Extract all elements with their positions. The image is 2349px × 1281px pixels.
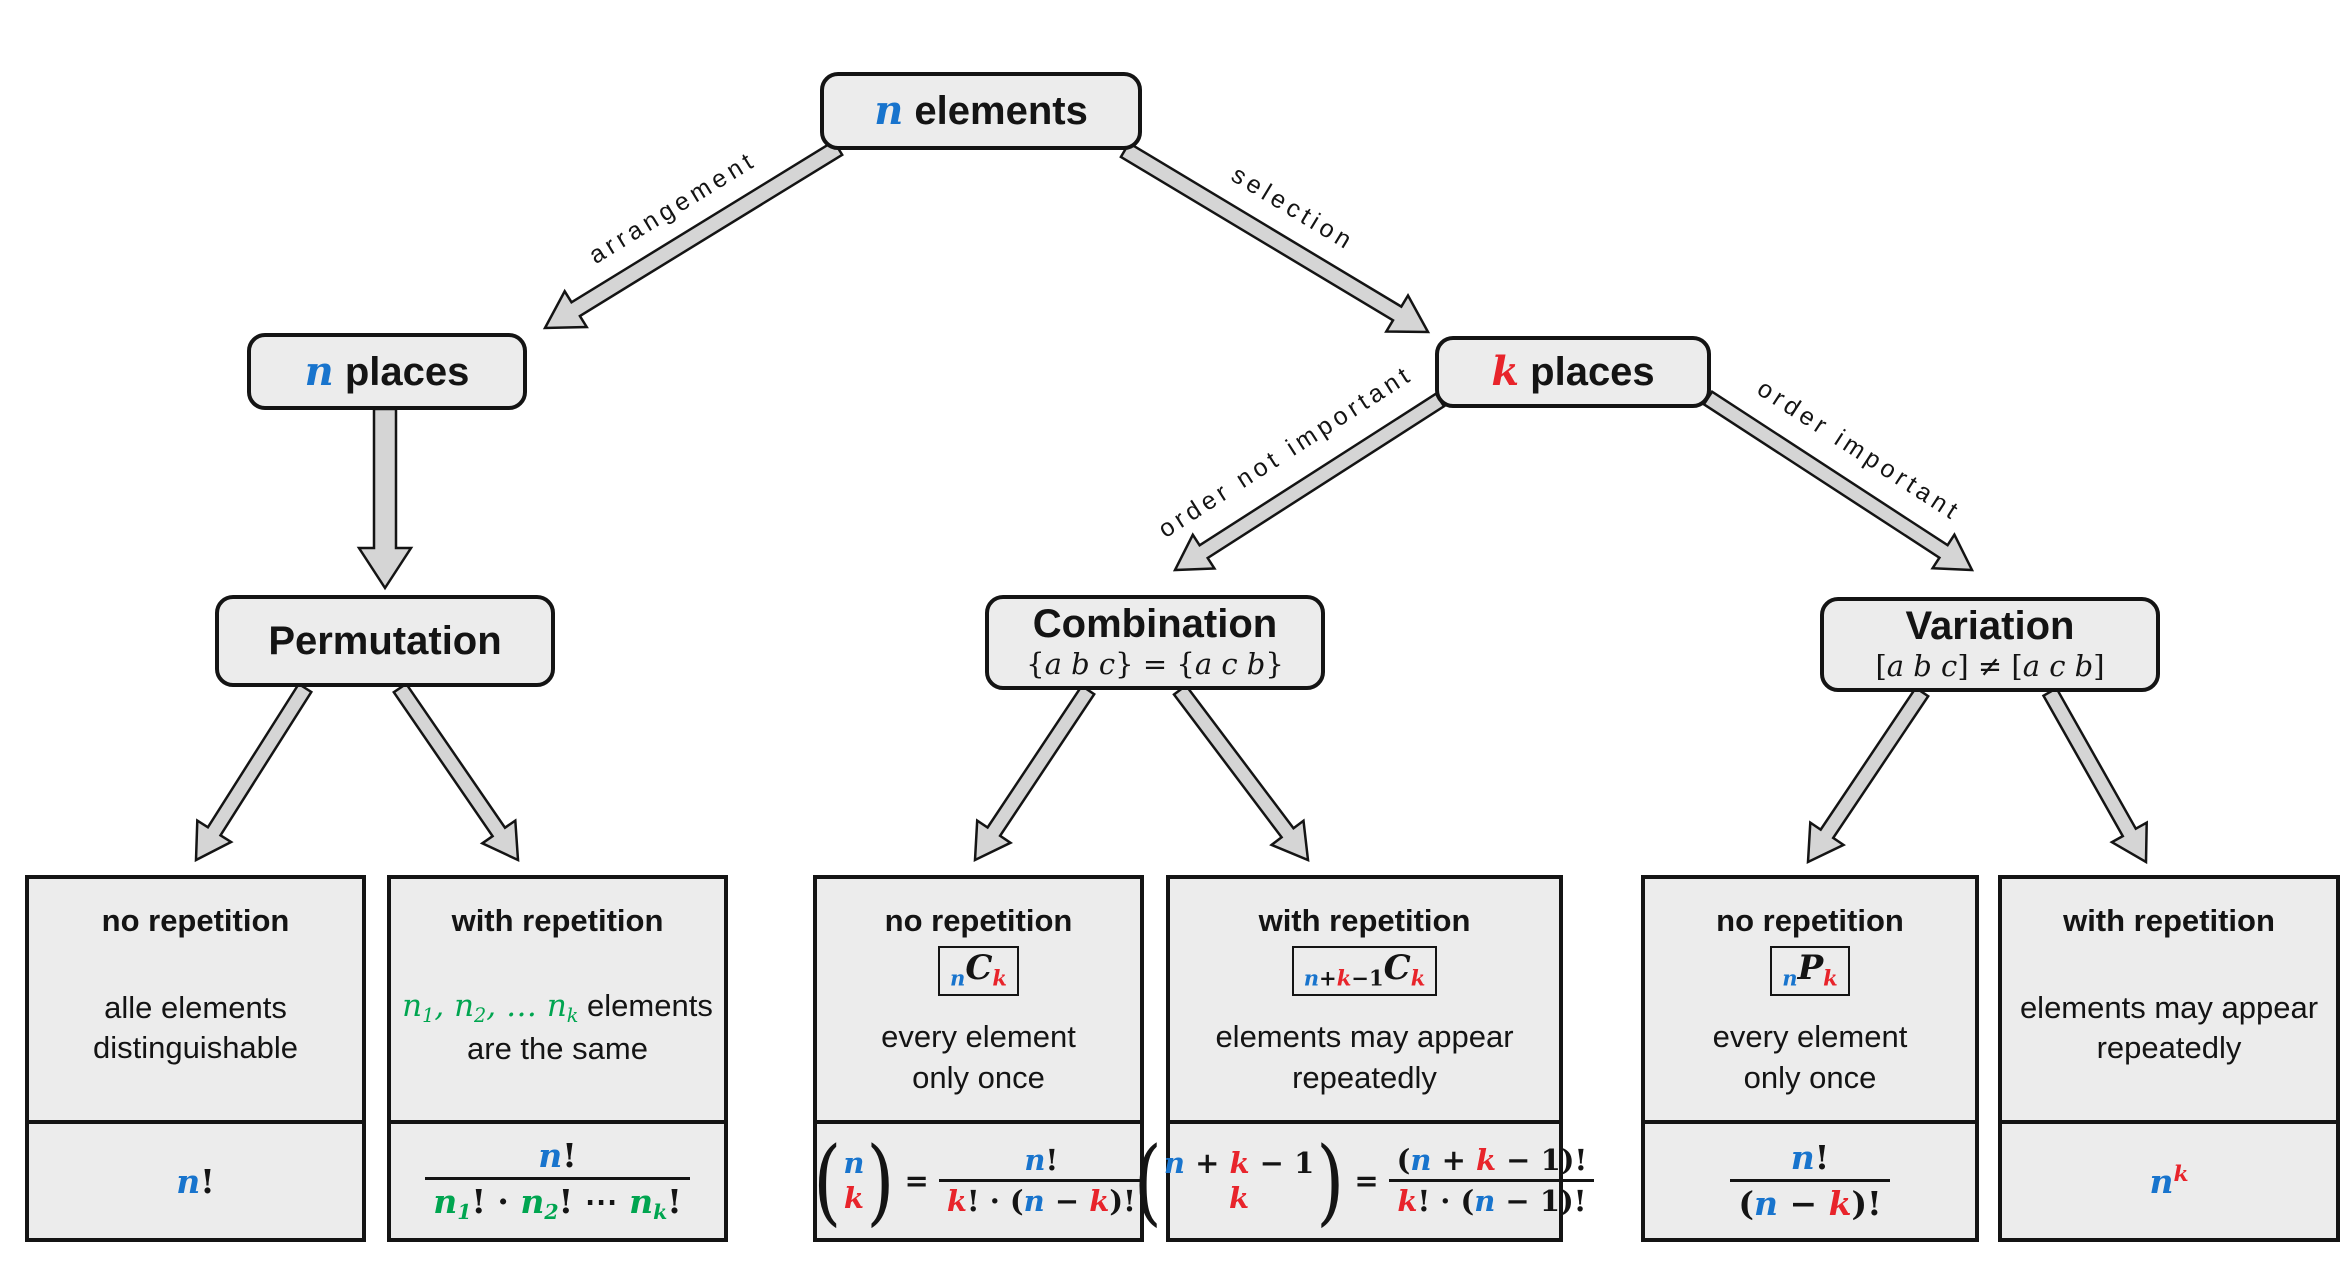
close-paren: )	[1316, 1125, 1345, 1236]
close-paren: )	[866, 1125, 895, 1236]
node-n-places: n places	[247, 333, 527, 410]
node-variation-example: [a b c] ≠ [a c b]	[1875, 649, 2105, 684]
leaf-formula: nk	[2002, 1120, 2336, 1238]
node-permutation: Permutation	[215, 595, 555, 687]
arrow-arrangement	[542, 139, 844, 330]
node-n-elements-label: n elements	[874, 87, 1088, 134]
node-permutation-label: Permutation	[268, 619, 502, 663]
arrow-permutation-right	[392, 682, 520, 863]
node-combination-example: {a b c} = {a c b}	[1026, 647, 1284, 682]
leaf-combination-with-repetition: with repetition n+k−1Ck elements may app…	[1134, 875, 1595, 1242]
leaf-formula: ( n + k − 1 k ) = (n + k − 1)! k! · (n −…	[1134, 1120, 1595, 1238]
leaf-formula: n! n1! · n2! ⋯ nk!	[391, 1120, 724, 1238]
node-combination-label: Combination	[1032, 602, 1278, 647]
arrow-selection	[1119, 141, 1431, 334]
equals-sign: =	[1354, 1164, 1379, 1198]
notation-badge-nCk: nCk	[938, 946, 1019, 996]
node-k-places: k places	[1435, 336, 1711, 408]
arrow-order-not-important	[1172, 391, 1446, 572]
leaf-title: no repetition	[884, 903, 1073, 938]
leaf-title: no repetition	[1716, 903, 1904, 938]
leaf-formula: n! (n − k)!	[1645, 1120, 1975, 1238]
leaf-title: with repetition	[1258, 903, 1471, 938]
arrow-combination-left	[973, 684, 1096, 863]
node-variation: Variation [a b c] ≠ [a c b]	[1820, 597, 2160, 692]
open-paren: (	[813, 1125, 842, 1236]
leaf-formula: n!	[29, 1120, 362, 1238]
arrow-variation-right	[2041, 686, 2148, 865]
node-k-places-label: k places	[1491, 348, 1655, 395]
node-combination: Combination {a b c} = {a c b}	[985, 595, 1325, 690]
arrow-combination-right	[1172, 683, 1310, 862]
leaf-title: no repetition	[101, 903, 290, 938]
leaf-title: with repetition	[451, 903, 664, 938]
leaf-formula: ( n k ) = n! k! · (n − k)!	[813, 1120, 1144, 1238]
node-n-elements: n elements	[820, 72, 1142, 150]
open-paren: (	[1133, 1125, 1162, 1236]
notation-badge-n+k-1Ck: n+k−1Ck	[1291, 946, 1438, 996]
equals-sign: =	[904, 1164, 929, 1198]
node-variation-label: Variation	[1905, 604, 2075, 649]
notation-badge-nPk: nPk	[1770, 946, 1850, 996]
leaf-title: with repetition	[2063, 903, 2275, 938]
node-n-places-label: n places	[304, 347, 470, 395]
arrow-order-important	[1702, 389, 1975, 572]
arrow-variation-left	[1806, 686, 1930, 865]
arrow-n-places-to-permutation	[356, 407, 414, 591]
arrow-permutation-left	[194, 682, 314, 863]
